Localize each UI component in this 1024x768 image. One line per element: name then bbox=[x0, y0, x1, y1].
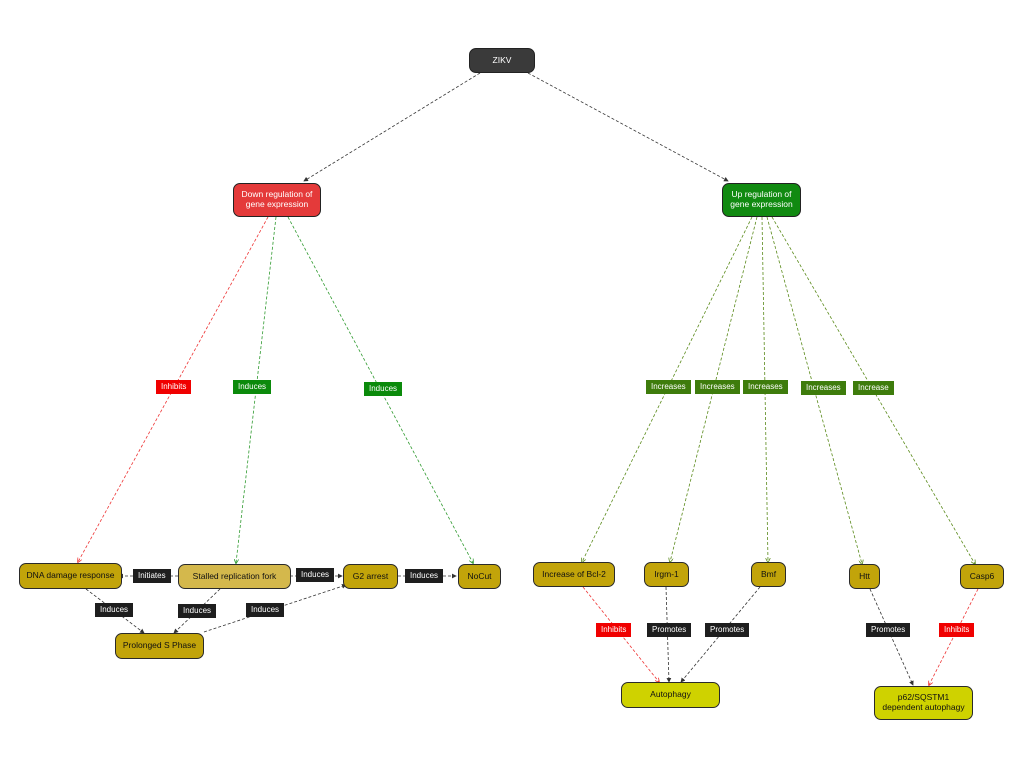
edge-label-down-induces-nocut: Induces bbox=[364, 382, 403, 396]
node-nocut: NoCut bbox=[458, 564, 501, 589]
node-casp6: Casp6 bbox=[960, 564, 1004, 589]
edge-label-up-increases-htt: Increases bbox=[801, 381, 846, 395]
edge-label-fork-initiates-dna: Initiates bbox=[133, 569, 171, 583]
edge-label-fork-induces-s: Induces bbox=[178, 604, 217, 618]
edge-casp6-p62 bbox=[929, 588, 979, 685]
edge-down-fork bbox=[236, 216, 277, 563]
node-stalled-replication-fork: Stalled replication fork bbox=[178, 564, 291, 589]
edge-label-s-induces-g2: Induces bbox=[246, 603, 285, 617]
edge-label-up-increases-irgm1: Increases bbox=[695, 380, 740, 394]
node-increase-of-bcl2: Increase of Bcl-2 bbox=[533, 562, 615, 587]
edge-label-up-increases-bcl2: Increases bbox=[646, 380, 691, 394]
node-zikv: ZIKV bbox=[469, 48, 535, 73]
node-htt: Htt bbox=[849, 564, 880, 589]
edge-label-down-inhibits: Inhibits bbox=[156, 380, 192, 394]
node-bmf: Bmf bbox=[751, 562, 786, 587]
edge-label-down-induces-fork: Induces bbox=[233, 380, 272, 394]
node-irgm1: Irgm-1 bbox=[644, 562, 689, 587]
edge-zikv-down bbox=[303, 72, 481, 182]
edge-label-fork-induces-g2: Induces bbox=[296, 568, 335, 582]
node-dna-damage-response: DNA damage response bbox=[19, 563, 122, 589]
edge-label-g2-induces-nocut: Induces bbox=[405, 569, 444, 583]
edge-label-irgm1-promotes: Promotes bbox=[647, 623, 692, 637]
edge-label-casp6-inhibits: Inhibits bbox=[939, 623, 975, 637]
node-up-regulation: Up regulation of gene expression bbox=[722, 183, 801, 217]
node-autophagy: Autophagy bbox=[621, 682, 720, 708]
edge-label-htt-promotes: Promotes bbox=[866, 623, 911, 637]
node-p62-dependent-autophagy: p62/SQSTM1 dependent autophagy bbox=[874, 686, 973, 720]
edge-label-bmf-promotes: Promotes bbox=[705, 623, 750, 637]
edge-label-up-increase-casp6: Increase bbox=[853, 381, 894, 395]
edge-label-bcl2-inhibits: Inhibits bbox=[596, 623, 632, 637]
edge-zikv-up bbox=[527, 72, 729, 182]
node-g2-arrest: G2 arrest bbox=[343, 564, 398, 589]
node-down-regulation: Down regulation of gene expression bbox=[233, 183, 321, 217]
node-prolonged-s-phase: Prolonged S Phase bbox=[115, 633, 204, 659]
edge-label-dna-induces-s: Induces bbox=[95, 603, 134, 617]
edge-htt-p62 bbox=[869, 588, 914, 686]
edge-label-up-increases-bmf: Increases bbox=[743, 380, 788, 394]
